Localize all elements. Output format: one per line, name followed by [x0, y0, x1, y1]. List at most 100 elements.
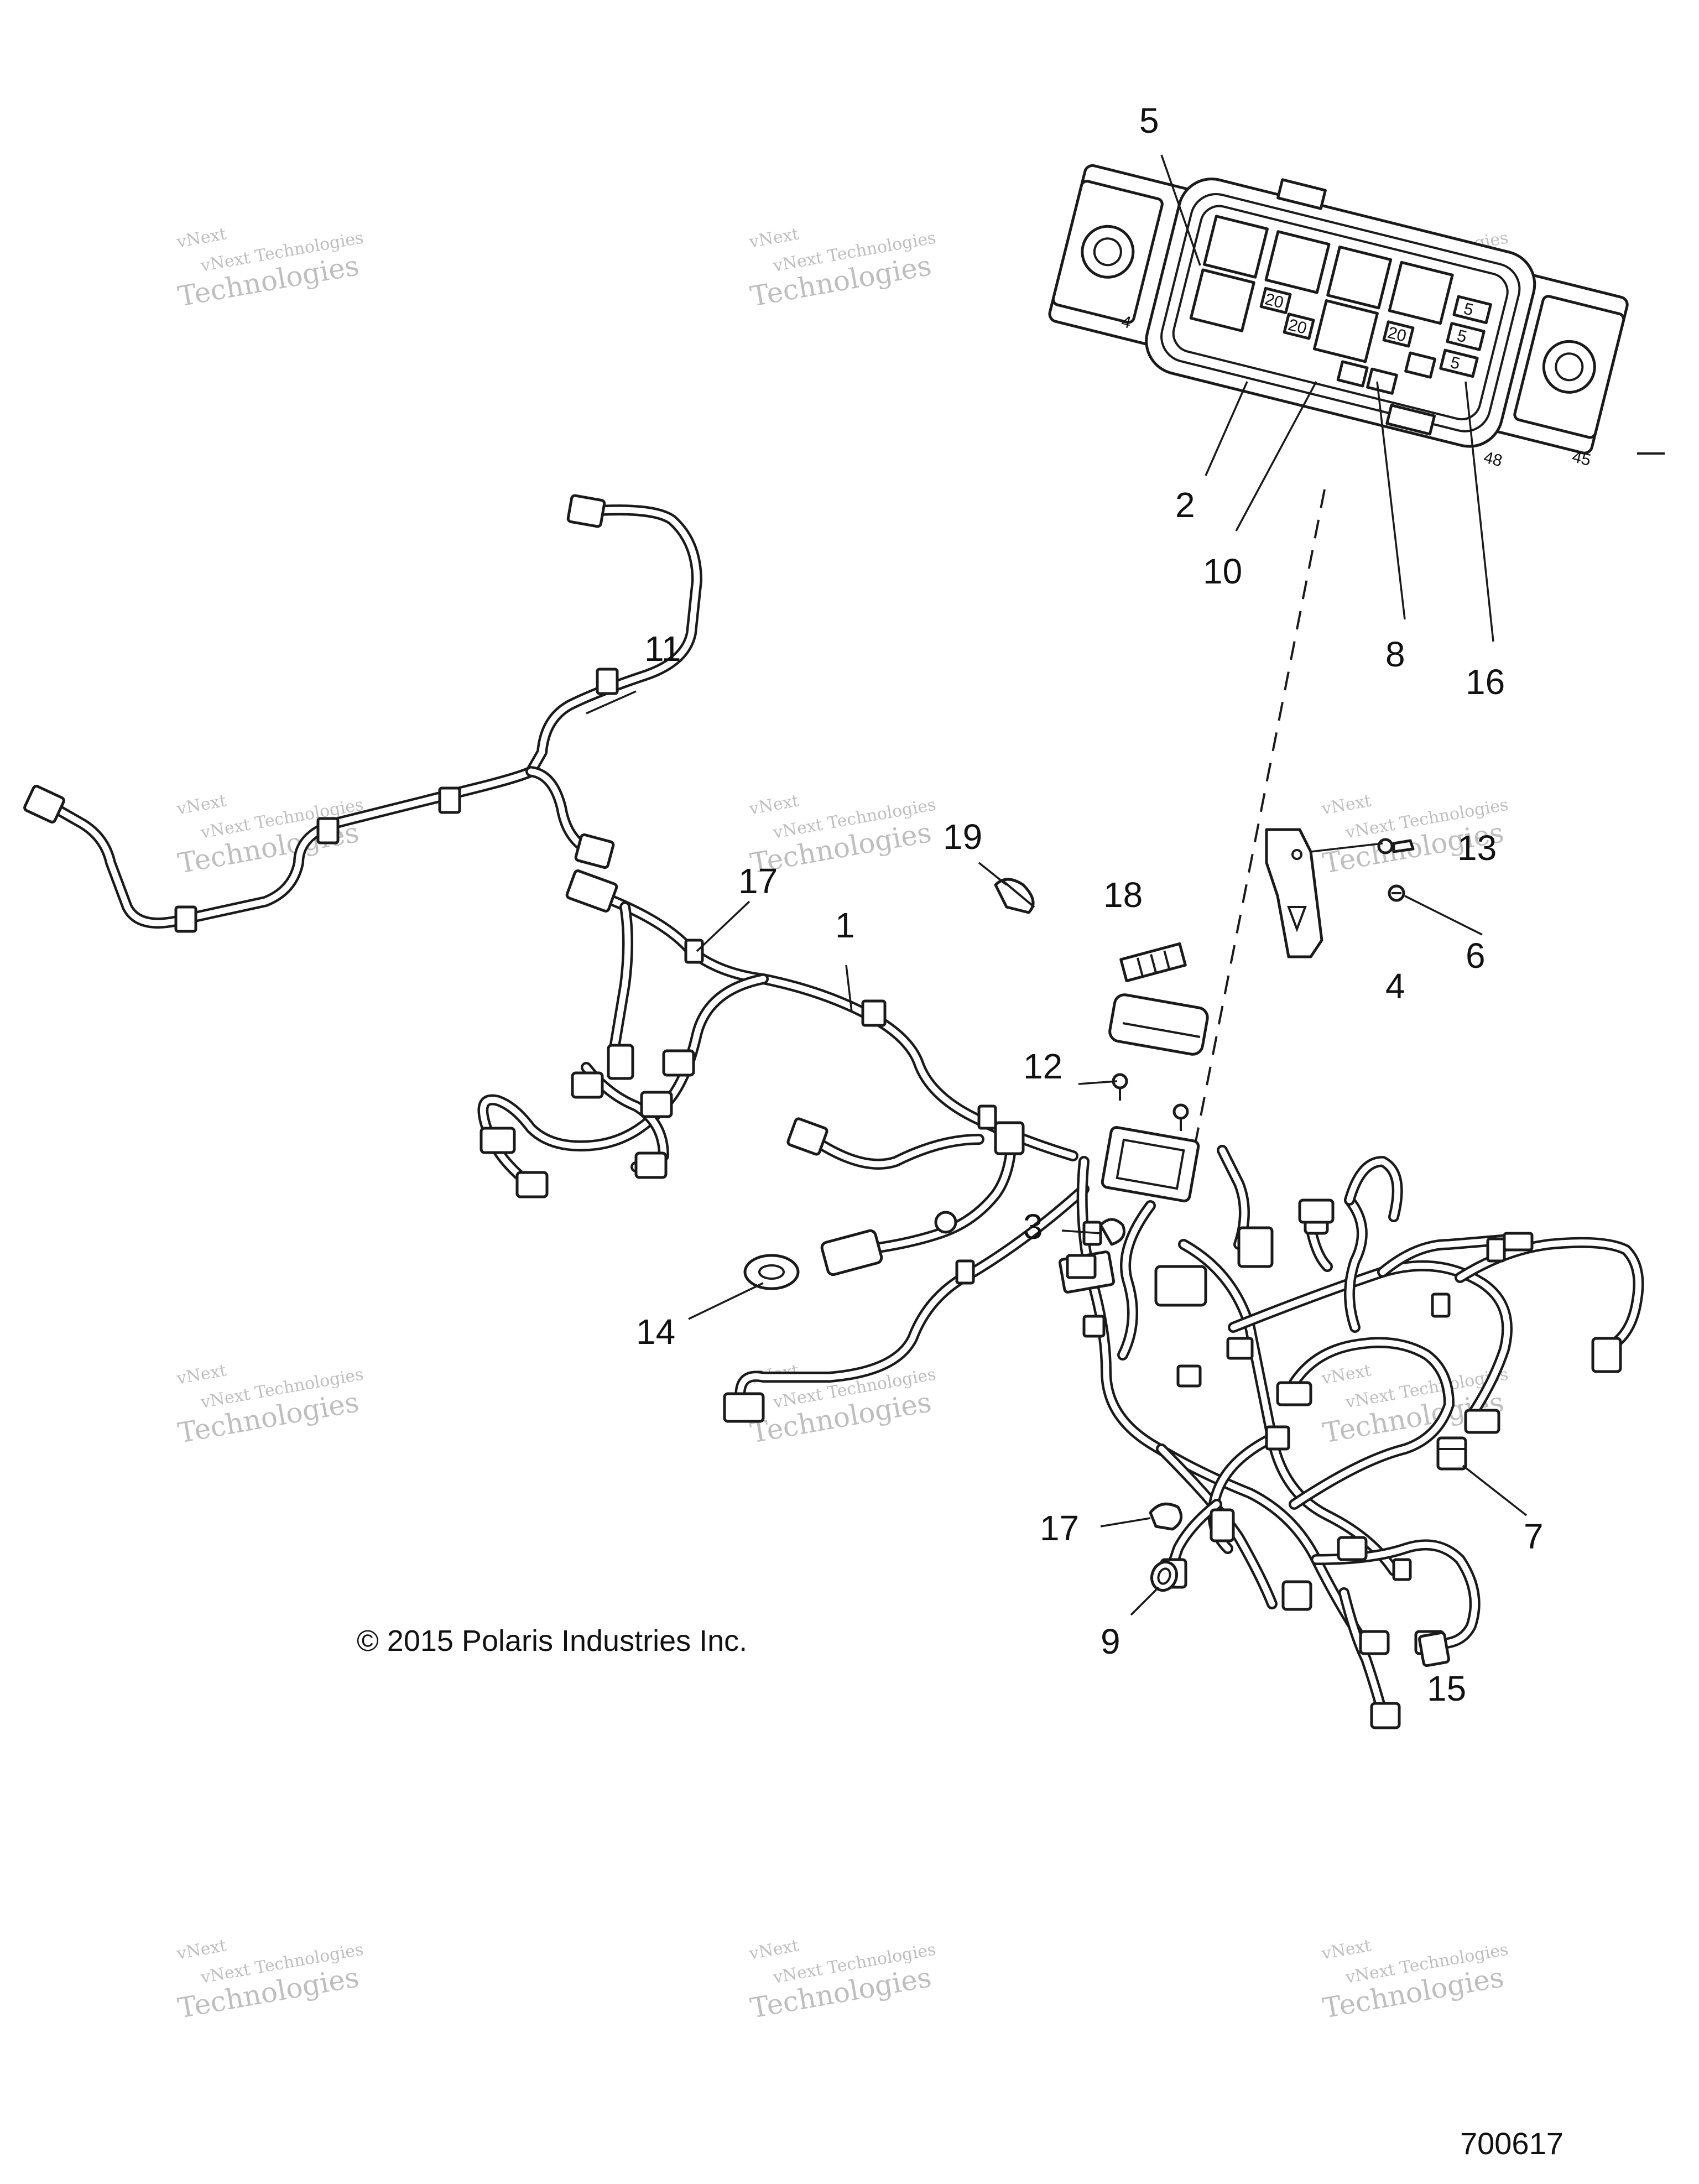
fuse-label: 20: [1263, 290, 1285, 312]
callout-10: 10: [1203, 551, 1242, 591]
connector: [1337, 1536, 1368, 1561]
part-9-ring: [1150, 1560, 1179, 1592]
leader-13: [1310, 842, 1383, 853]
connector: [566, 494, 606, 528]
leader-8: [1376, 381, 1406, 620]
mount-hole-right-inner: [1555, 352, 1584, 382]
callout-11: 11: [644, 629, 681, 669]
relay: [1264, 230, 1331, 294]
callout-15: 15: [1427, 1669, 1466, 1708]
watermark-text: vNext: [1320, 1936, 1373, 1963]
connector: [1591, 1337, 1622, 1373]
connector: [574, 833, 615, 869]
relay: [1326, 246, 1393, 310]
fuse-label: 20: [1386, 324, 1408, 346]
connector: [1210, 1508, 1235, 1542]
callout-3: 3: [1023, 1207, 1043, 1247]
connector: [662, 1049, 695, 1077]
edge-mark: 45: [1570, 447, 1592, 470]
clip: [1486, 1237, 1506, 1263]
grommet-ring: [934, 1211, 957, 1234]
mount-hole-left-inner: [1093, 237, 1122, 267]
watermark-text: vNext: [1320, 1361, 1373, 1388]
callout-6: 6: [1466, 936, 1486, 976]
clip: [1431, 1292, 1451, 1318]
clip: [316, 817, 340, 845]
assembly-line: [1185, 489, 1326, 1190]
connector: [515, 1171, 549, 1198]
relay: [1388, 260, 1454, 325]
leader-16: [1465, 381, 1494, 642]
clip: [1066, 1254, 1097, 1279]
callout-8: 8: [1385, 634, 1405, 674]
fuse: [1404, 351, 1437, 379]
connector: [1298, 1198, 1335, 1224]
relay: [1312, 299, 1379, 363]
connector: [786, 1117, 828, 1156]
fuse-box: 20 20 20 5 5 5 4 48 45: [1048, 164, 1629, 470]
connector: [1276, 1381, 1312, 1406]
edge-mark: 48: [1482, 448, 1504, 470]
connector: [723, 1392, 765, 1423]
clip: [861, 999, 887, 1027]
connector: [1464, 1409, 1500, 1434]
part-19-clamp: [994, 878, 1035, 914]
relay: [1189, 268, 1255, 332]
latch: [1385, 404, 1436, 436]
connector: [1281, 1580, 1312, 1611]
connector: [607, 1044, 634, 1080]
leader-2: [1205, 381, 1248, 476]
callout-18: 18: [1103, 875, 1143, 915]
part-4-bracket: [1265, 828, 1323, 958]
leader-17-upper: [696, 900, 751, 952]
watermark-text: vNext: [175, 224, 228, 252]
callouts: 5 2 10 8 16 11 17 1 19 18 13 6 4 12 3 14…: [636, 101, 1544, 1708]
clip: [596, 668, 619, 695]
clip: [1176, 1364, 1202, 1388]
connector: [1503, 1232, 1534, 1252]
connector: [565, 869, 618, 913]
fuse-box-rim: [1172, 205, 1509, 421]
callout-7: 7: [1524, 1516, 1544, 1556]
connector: [820, 1229, 883, 1276]
connector: [1154, 1265, 1207, 1307]
callout-1: 1: [835, 905, 855, 945]
clip: [977, 1104, 997, 1130]
callout-4: 4: [1385, 966, 1405, 1006]
connector: [480, 1127, 516, 1154]
watermark-text: vNext: [175, 1936, 228, 1963]
part-13-screw: [1377, 838, 1415, 854]
callout-17: 17: [1040, 1508, 1079, 1548]
part-7-connector: [1436, 1436, 1467, 1471]
relay: [1202, 215, 1269, 279]
watermark-text: vNext: [1320, 791, 1373, 819]
fuse: [1259, 286, 1292, 314]
fuse: [1439, 348, 1479, 378]
mount-hole-left: [1081, 225, 1135, 279]
part-3-tie: [1099, 1218, 1125, 1246]
watermark: vNext vNext Technologies Technologies: [747, 1361, 937, 1449]
clip: [955, 1259, 975, 1285]
watermark-text: vNext: [747, 791, 800, 819]
clip: [1265, 1425, 1290, 1451]
part-18-cover: [1108, 993, 1209, 1056]
part-12-screw: [1112, 1073, 1189, 1131]
leader-lines: [586, 154, 1528, 1616]
leader-12: [1078, 1080, 1118, 1085]
watermark-text: vNext: [747, 1936, 800, 1963]
fuse: [1452, 295, 1492, 325]
callout-2: 2: [1175, 485, 1195, 525]
clip: [684, 939, 704, 964]
mount-hole-right: [1542, 340, 1596, 394]
watermark: vNext vNext Technologies Technologies: [1320, 1936, 1510, 2024]
part-17-clip: [1149, 1502, 1183, 1531]
clip: [1226, 1337, 1254, 1360]
connector: [1359, 1630, 1390, 1655]
clip: [438, 786, 461, 814]
watermark-text: vNext: [747, 224, 800, 252]
figure-number: 700617: [1460, 2126, 1564, 2161]
callout-13: 13: [1457, 828, 1497, 868]
watermark-text: vNext: [175, 1361, 228, 1388]
connector: [1237, 1226, 1274, 1268]
connector: [634, 1151, 668, 1179]
